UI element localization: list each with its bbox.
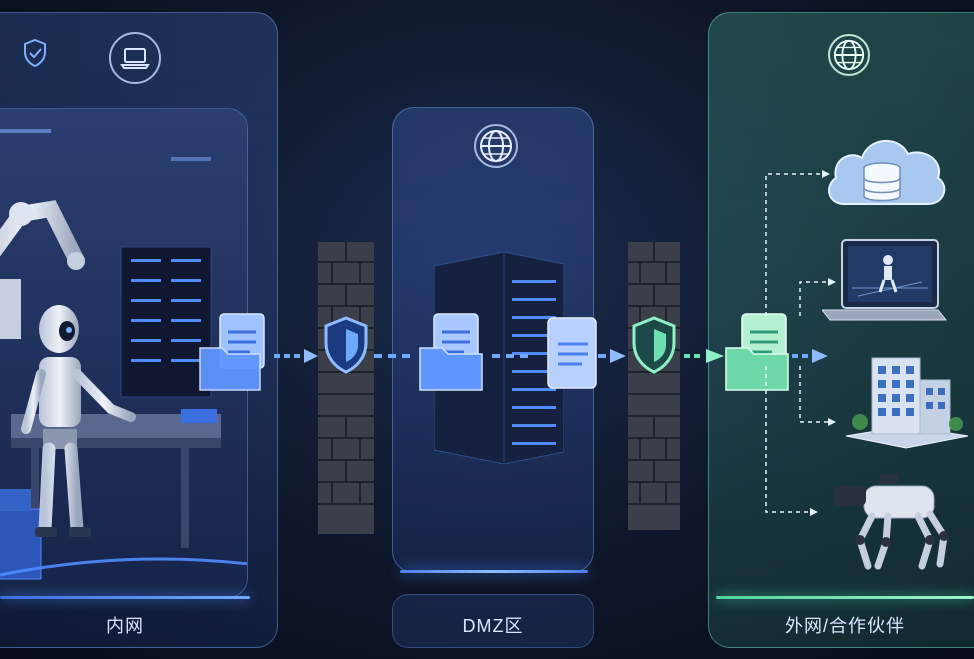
dmz-label: DMZ区 (462, 616, 524, 636)
document-folder-icon-external (724, 312, 796, 392)
document-folder-icon (198, 312, 270, 392)
robot-dog-icon (830, 470, 960, 580)
intranet-label: 内网 (106, 616, 144, 636)
globe-icon (474, 124, 518, 168)
cloud-database-icon (824, 124, 948, 206)
shield-check-icon (22, 38, 48, 68)
firewall-wall-1 (316, 240, 376, 536)
dmz-glow-line (400, 570, 588, 573)
dmz-label-plate (392, 594, 594, 648)
flow-arrow-6 (792, 348, 832, 364)
flow-arrow-1 (274, 348, 320, 364)
firewall-shield-icon (322, 315, 370, 375)
flow-arrow-4 (598, 348, 628, 364)
globe-icon-external (828, 34, 870, 76)
firewall-shield-icon-2 (630, 315, 678, 375)
external-glow-line (716, 596, 974, 599)
flow-arrow-3 (490, 350, 540, 362)
laptop-robot-icon (822, 238, 948, 324)
laptop-icon (109, 32, 161, 84)
document-folder-icon-dmz-1 (418, 312, 490, 392)
intranet-factory-scene (0, 108, 248, 598)
external-label: 外网/合作伙伴 (784, 616, 905, 636)
flow-arrow-2 (372, 350, 412, 362)
firewall-wall-2 (626, 240, 682, 532)
branch-connectors (760, 170, 840, 520)
flow-arrow-5 (684, 348, 728, 364)
office-building-icon (842, 352, 972, 452)
intranet-glow-line (0, 596, 250, 599)
document-folder-icon-dmz-2 (544, 316, 600, 392)
